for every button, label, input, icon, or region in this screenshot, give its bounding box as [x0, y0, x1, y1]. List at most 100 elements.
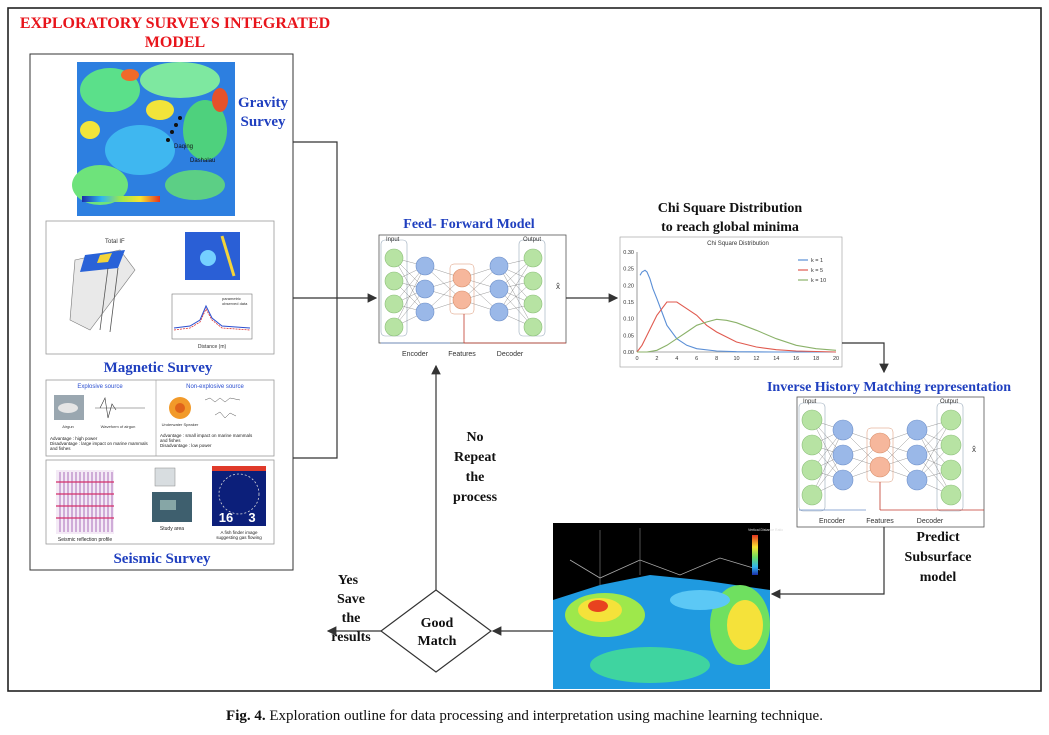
gravity-map-label-daqing: Daqing — [174, 144, 193, 150]
feed-forward-network: Input Output x̂ — [378, 234, 567, 344]
good-match-diamond — [379, 589, 493, 673]
fish-finder-caption-2: suggesting gas flowing — [216, 535, 262, 540]
airgun-waveform-label: Waveform of airgun — [101, 424, 136, 429]
chi-x-tick-label: 8 — [715, 356, 718, 362]
chi-x-tick-label: 18 — [813, 356, 819, 362]
chi-y-tick-label: 0.20 — [623, 283, 634, 289]
chi-x-tick-label: 10 — [733, 356, 739, 362]
inv-output-label: Output — [940, 399, 958, 405]
predict-line3: model — [920, 570, 957, 585]
study-area-label: Study area — [160, 526, 184, 532]
outer-frame — [7, 7, 1042, 692]
magnetic-figure: Total IF Distance (m) parametric observe… — [45, 220, 275, 355]
gravity-map: Daqing Dashalau — [72, 62, 235, 216]
inv-encoder-label: Encoder — [819, 518, 846, 525]
figure-caption-text: Exploration outline for data processing … — [265, 708, 823, 724]
nonexplosive-note-3: Disadvantage : low power — [160, 443, 212, 448]
arrow-inverse-to-model — [770, 527, 885, 599]
nonexplosive-source-title: Non-explosive source — [186, 384, 244, 390]
frame-title-line2: MODEL — [145, 34, 205, 51]
no-line3: the — [466, 470, 485, 485]
ff-input-label: Input — [386, 237, 400, 243]
nonexplosive-note-2: and fishes — [160, 438, 181, 443]
yes-line1: Yes — [338, 573, 359, 588]
no-line4: process — [453, 490, 498, 505]
inv-input-label: Input — [803, 399, 817, 405]
fish-finder-caption-1: A fish finder image — [220, 530, 258, 535]
ff-output-label: Output — [523, 237, 541, 243]
arrow-chi-to-inverse — [842, 342, 889, 374]
chi-legend-label: k = 5 — [811, 268, 823, 274]
magnetic-legend-observed: observed data — [222, 301, 248, 306]
inv-decoder-label: Decoder — [917, 518, 944, 525]
chi-x-tick-label: 6 — [695, 356, 698, 362]
survey-connectors — [293, 141, 378, 459]
explosive-note-1: Advantage : high power — [50, 436, 98, 441]
model-legend-title: Vertical Distance Ratio — [748, 528, 783, 532]
magnetic-panel-title: Total IF — [105, 239, 125, 245]
ff-output-symbol: x̂ — [556, 282, 560, 291]
nonexplosive-note-1: Advantage : small impact on marine mamma… — [160, 433, 253, 438]
ff-encoder-label: Encoder — [402, 351, 429, 358]
inverse-network: Input Output x̂ Encoder Features Decoder — [796, 396, 985, 528]
yes-line2: Save — [337, 592, 365, 607]
seismic-profile-caption: Seismic reflection profile — [58, 537, 112, 543]
chi-x-tick-label: 14 — [773, 356, 779, 362]
gravity-label-line1: Gravity — [238, 95, 288, 111]
inv-features-label: Features — [866, 518, 894, 525]
chi-series-line — [639, 269, 836, 353]
decision-line2: Match — [418, 634, 457, 649]
figure-caption-label: Fig. 4. — [226, 708, 266, 724]
chi-title-line2: to reach global minima — [661, 220, 799, 235]
explosive-note-3: and fishes — [50, 446, 71, 451]
fish-finder-number-2: 3 — [248, 510, 255, 525]
gravity-map-label-dashalau: Dashalau — [190, 158, 215, 164]
predict-line1: Predict — [916, 530, 960, 545]
chi-title-line1: Chi Square Distribution — [658, 201, 803, 216]
ff-features-label: Features — [448, 351, 476, 358]
feed-forward-title: Feed- Forward Model — [403, 217, 535, 232]
inv-output-symbol: x̂ — [972, 445, 976, 454]
underwater-speaker-label: Underwater Speaker — [162, 422, 199, 427]
airgun-label: Airgun — [62, 424, 74, 429]
inverse-title: Inverse History Matching representation — [767, 380, 1011, 395]
subsurface-model-image: Vertical Distance Ratio — [553, 523, 783, 689]
decision-line1: Good — [421, 616, 454, 631]
magnetic-label: Magnetic Survey — [104, 360, 213, 376]
magnetic-axis-label: Distance (m) — [198, 344, 227, 350]
chi-y-tick-label: 0.15 — [623, 300, 634, 306]
chi-x-tick-label: 2 — [655, 356, 658, 362]
chi-x-tick-label: 0 — [635, 356, 638, 362]
chi-x-tick-label: 12 — [753, 356, 759, 362]
chi-y-tick-label: 0.05 — [623, 333, 634, 339]
chi-series-line — [636, 301, 837, 353]
chi-chart-title: Chi Square Distribution — [707, 241, 769, 247]
ff-decoder-label: Decoder — [497, 351, 524, 358]
chi-y-tick-label: 0.00 — [623, 350, 634, 356]
yes-line3: the — [342, 611, 361, 626]
yes-line4: results — [331, 630, 371, 645]
seismic-sources-figure: Explosive source Non-explosive source Ai… — [45, 379, 275, 457]
chi-y-tick-label: 0.10 — [623, 317, 634, 323]
seismic-profile-figure: Seismic reflection profile Study area 16… — [45, 459, 275, 545]
no-line2: Repeat — [454, 450, 496, 465]
chi-x-tick-label: 16 — [793, 356, 799, 362]
seismic-label: Seismic Survey — [113, 551, 211, 567]
explosive-source-title: Explosive source — [77, 384, 123, 390]
magnetic-legend-parametric: parametric — [222, 296, 241, 301]
chi-series-line — [637, 318, 837, 353]
chi-legend-label: k = 1 — [811, 258, 823, 264]
frame-title-line1: EXPLORATORY SURVEYS INTEGRATED — [20, 15, 330, 32]
figure-caption: Fig. 4. Exploration outline for data pro… — [0, 708, 1049, 725]
chi-x-tick-label: 20 — [833, 356, 839, 362]
predict-line2: Subsurface — [905, 550, 972, 565]
no-line1: No — [466, 430, 483, 445]
gravity-label-line2: Survey — [241, 114, 287, 130]
chi-y-tick-label: 0.25 — [623, 267, 634, 273]
explosive-note-2: Disadvantage : large impact on marine ma… — [50, 441, 149, 446]
chi-legend-label: k = 10 — [811, 278, 826, 284]
fish-finder-number-1: 16 — [219, 510, 233, 525]
chi-y-tick-label: 0.30 — [623, 250, 634, 256]
